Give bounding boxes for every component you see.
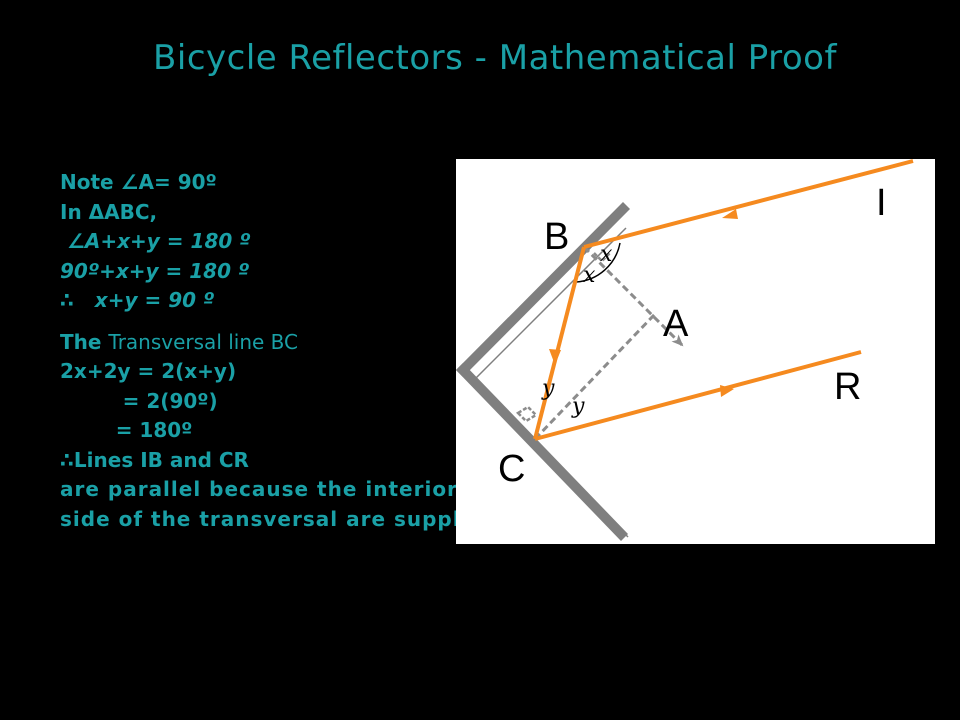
therefore-icon: ∴	[60, 288, 74, 312]
angle-arc-b	[575, 242, 621, 283]
proof-line-double-result: = 180º	[60, 418, 193, 442]
point-label-i: I	[876, 182, 887, 224]
proof-line-transversal: The Transversal line BC	[60, 329, 299, 354]
proof-line-double-sub: = 2(90º)	[60, 388, 218, 413]
normal-line-b	[582, 245, 684, 347]
right-angle-mark-b	[593, 252, 611, 263]
proof-line-result: ∴ x+y = 90 º	[60, 288, 215, 312]
proof-line-triangle: In ΔABC,	[60, 199, 158, 224]
proof-line-substitute: 90º+x+y = 180 º	[60, 258, 250, 283]
reflector-diagram-svg: B A C I R x x y y	[456, 159, 914, 541]
point-label-r: R	[834, 366, 861, 408]
incident-ray-i	[583, 159, 914, 249]
reflector-diagram: B A C I R x x y y	[456, 159, 935, 544]
angle-label-x-right: x	[600, 242, 613, 267]
point-label-a: A	[663, 303, 689, 345]
proof-text: Note ∠A= 90º In ΔABC, ∠A+x+y = 180 º 90º…	[60, 168, 704, 534]
right-angle-mark-c	[515, 405, 539, 423]
mirror-lower-arm	[456, 363, 629, 541]
mirror-upper-arm	[456, 202, 630, 382]
angle-label-y-upper: y	[541, 376, 555, 401]
proof-line-conclusion: ∴Lines IB and CR	[60, 447, 249, 472]
point-label-b: B	[544, 216, 569, 258]
reflected-ray-r	[534, 350, 862, 441]
point-label-c: C	[498, 448, 525, 490]
angle-label-x-left: x	[583, 263, 596, 288]
slide-title: Bicycle Reflectors - Mathematical Proof	[153, 38, 837, 78]
angle-label-y-lower: y	[571, 394, 585, 419]
proof-line-double: 2x+2y = 2(x+y)	[60, 359, 237, 383]
angle-icon: ∠	[66, 229, 85, 253]
ray-bc	[533, 246, 586, 440]
proof-line-note: Note ∠A= 90º	[60, 170, 217, 194]
therefore-icon: ∴	[60, 447, 74, 472]
normal-line-c	[533, 312, 657, 441]
proof-line-angle-sum: ∠A+x+y = 180 º	[66, 229, 251, 253]
angle-icon: ∠	[120, 170, 139, 194]
